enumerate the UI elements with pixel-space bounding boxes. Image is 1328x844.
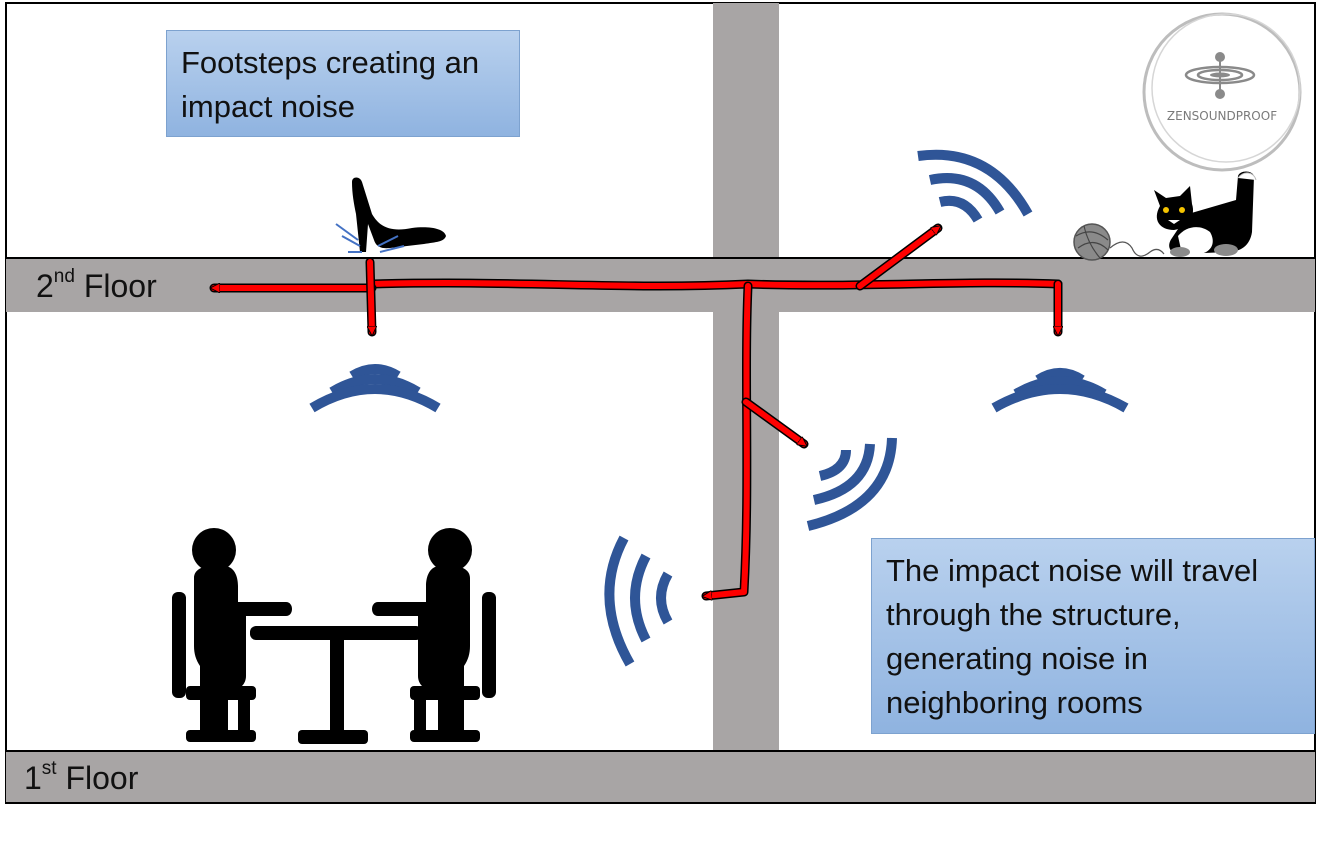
sound-wave-icon xyxy=(991,368,1129,413)
first-floor-suffix: st xyxy=(41,758,57,779)
callout-structure-noise-text: The impact noise will travel through the… xyxy=(886,553,1259,720)
callout-footsteps-text: Footsteps creating an impact noise xyxy=(181,45,480,124)
sound-wave-icon xyxy=(806,437,897,531)
yarn-ball-icon xyxy=(1073,223,1165,261)
logo-icon: ZENSOUNDPROOF xyxy=(1142,12,1302,172)
cat-icon xyxy=(1154,171,1257,257)
sound-wave-icon xyxy=(604,535,673,667)
first-floor-slab xyxy=(6,751,1315,802)
first-floor-number: 1 xyxy=(24,760,42,796)
logo-text: ZENSOUNDPROOF xyxy=(1167,109,1277,123)
second-floor-label: 2nd Floor xyxy=(36,266,157,305)
sound-wave-icon xyxy=(309,364,441,413)
high-heel-icon xyxy=(335,177,446,253)
noise-path-arrows xyxy=(209,223,1058,596)
sound-wave-icon xyxy=(917,149,1033,223)
first-floor-word: Floor xyxy=(65,760,139,796)
second-floor-suffix: nd xyxy=(53,266,75,287)
second-floor-word: Floor xyxy=(83,268,157,304)
first-floor-label: 1st Floor xyxy=(24,758,139,797)
people-at-table-icon xyxy=(172,528,496,744)
building-frame xyxy=(5,2,1316,804)
callout-structure-noise: The impact noise will travel through the… xyxy=(871,538,1315,734)
callout-footsteps: Footsteps creating an impact noise xyxy=(166,30,520,137)
second-floor-number: 2 xyxy=(36,268,54,304)
